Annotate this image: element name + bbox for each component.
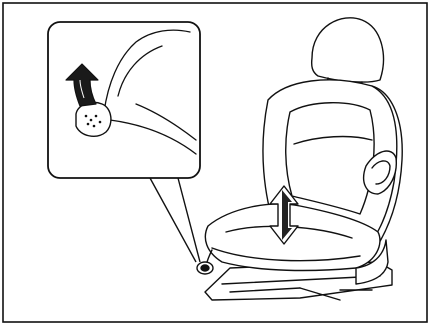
car-seat-icon: [197, 18, 402, 300]
lever-detail-icon: [48, 22, 200, 178]
callout-leader: [150, 178, 200, 262]
headrest: [312, 18, 384, 82]
inset-lever-pad: [76, 102, 111, 136]
detail-inset-frame: [48, 22, 200, 178]
